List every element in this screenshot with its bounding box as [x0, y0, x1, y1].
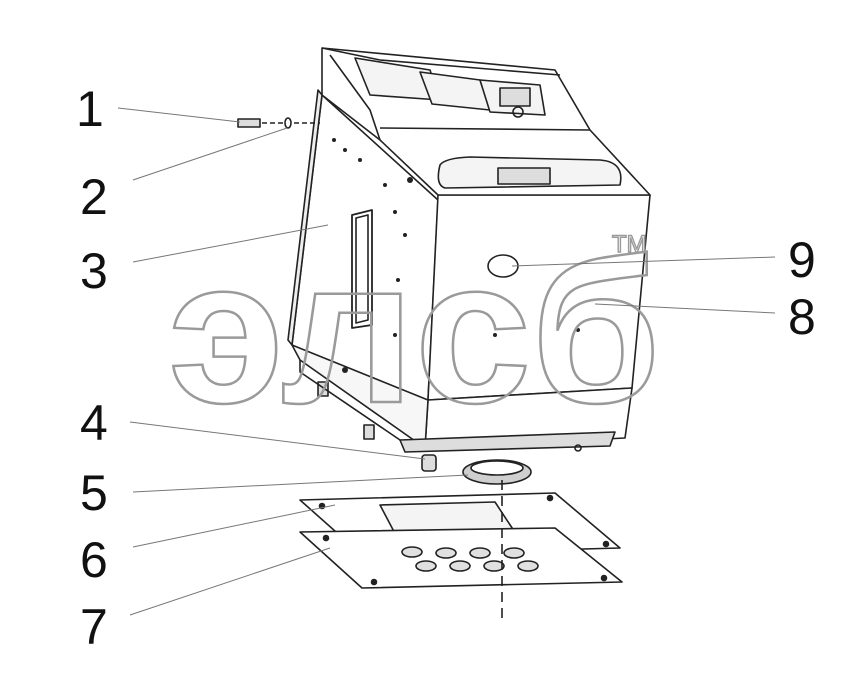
callout-6: 6	[80, 532, 108, 588]
foot	[421, 454, 437, 472]
callout-7: 7	[80, 599, 108, 655]
leader-4	[129, 421, 426, 460]
callout-3: 3	[80, 243, 108, 299]
screw-and-washer	[237, 117, 320, 129]
watermark-trademark: TM	[612, 231, 647, 258]
housing-body	[287, 47, 651, 453]
callout-2: 2	[80, 169, 108, 225]
watermark: элсб TM	[167, 216, 663, 448]
leader-5	[132, 474, 469, 493]
callout-9: 9	[788, 232, 816, 288]
leader-7	[129, 547, 331, 616]
leader-3	[132, 224, 329, 263]
leader-6	[132, 504, 336, 548]
leader-2	[132, 127, 288, 181]
watermark-text: элсб	[168, 217, 663, 446]
callout-4: 4	[80, 395, 108, 451]
leader-lines	[117, 107, 776, 616]
callout-8: 8	[788, 289, 816, 345]
bottom-plate	[299, 527, 623, 589]
callout-5: 5	[80, 465, 108, 521]
leader-1	[117, 107, 241, 123]
callout-1: 1	[76, 81, 104, 137]
leader-8	[594, 303, 776, 314]
seal-ring	[462, 459, 532, 485]
side-handle	[351, 209, 373, 329]
leader-9	[511, 256, 776, 267]
foot-bolts	[317, 381, 375, 440]
